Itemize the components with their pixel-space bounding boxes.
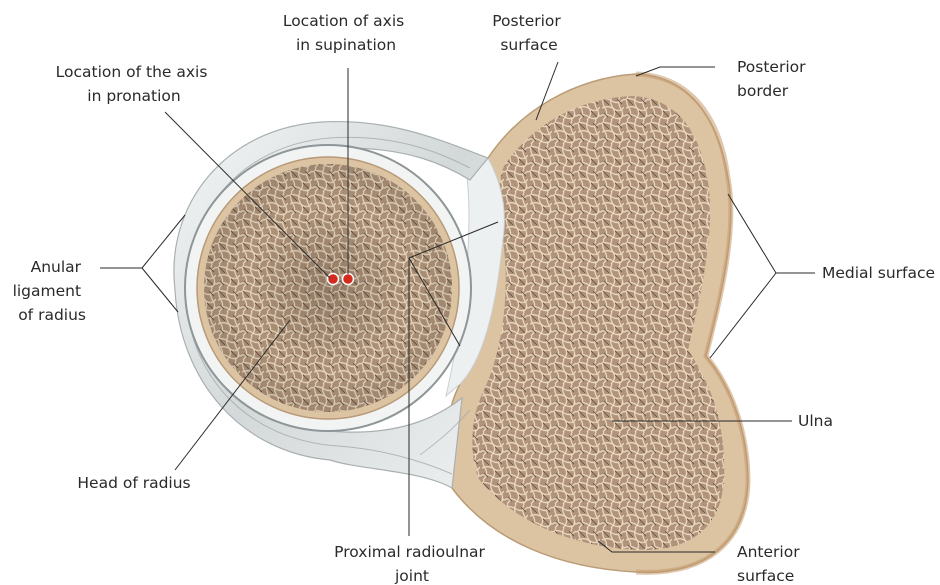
pronation-axis-marker bbox=[328, 274, 339, 285]
label-proximal-radioulnar-joint: Proximal radioulnar joint bbox=[334, 543, 490, 585]
supination-axis-marker bbox=[343, 274, 354, 285]
label-medial-surface: Medial surface bbox=[822, 264, 935, 282]
label-posterior-surface: Posterior surface bbox=[492, 12, 565, 54]
label-axis-pronation: Location of the axis in pronation bbox=[56, 63, 213, 105]
label-anterior-surface: Anterior surface bbox=[737, 543, 805, 585]
label-anular-ligament: Anular ligament of radius bbox=[13, 258, 86, 324]
label-head-of-radius: Head of radius bbox=[77, 474, 190, 492]
label-posterior-border: Posterior border bbox=[737, 58, 810, 100]
ulna-trabecular-bone bbox=[472, 96, 724, 550]
ulna-bone bbox=[446, 74, 748, 572]
leader-anular-ligament bbox=[100, 215, 185, 312]
label-ulna: Ulna bbox=[798, 412, 833, 430]
head-of-radius bbox=[185, 145, 471, 431]
label-axis-supination: Location of axis in supination bbox=[283, 12, 409, 54]
